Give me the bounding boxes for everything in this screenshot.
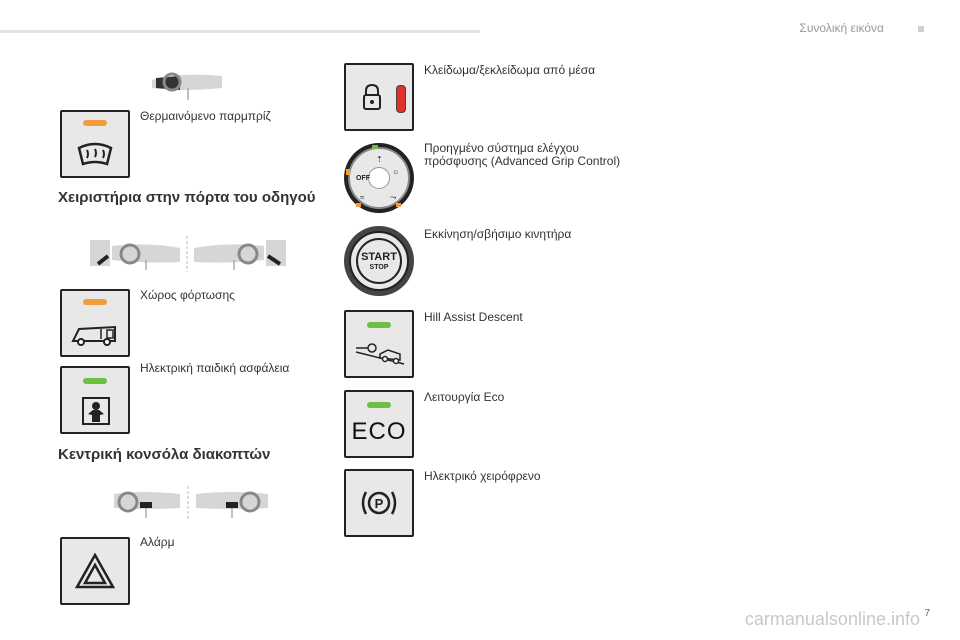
grip-label-line2: πρόσφυσης (Advanced Grip Control)	[424, 154, 621, 168]
hill-label: Hill Assist Descent	[424, 310, 523, 324]
section-title-console: Κεντρική κονσόλα διακοπτών	[58, 446, 271, 463]
watermark: carmanualsonline.info	[744, 609, 920, 629]
dial-indicator	[356, 203, 361, 207]
dial-face: OFF ⇡ ☼ ≈ ⤳	[348, 147, 410, 209]
parking-brake-icon: P	[361, 491, 397, 515]
sand-mode-icon: ≈	[360, 193, 365, 202]
hill-descent-button[interactable]	[344, 310, 414, 378]
hazard-label: Αλάρμ	[140, 535, 175, 549]
dial-indicator	[346, 169, 350, 175]
start-stop-ring	[356, 238, 402, 284]
start-stop-face: START STOP	[349, 231, 409, 291]
windscreen-defrost-icon	[77, 142, 113, 166]
grip-control-dial[interactable]: OFF ⇡ ☼ ≈ ⤳	[344, 143, 414, 213]
grip-label-line1: Προηγμένο σύστημα ελέγχου	[424, 141, 579, 155]
header-rule	[0, 30, 480, 33]
child-lock-label: Ηλεκτρική παιδική ασφάλεια	[140, 361, 290, 375]
windscreen-label: Θερμαινόμενο παρμπρίζ	[140, 109, 271, 123]
dial-indicator	[396, 203, 401, 207]
section-title-door: Χειριστήρια στην πόρτα του οδηγού	[58, 189, 316, 206]
indicator-light	[83, 378, 107, 384]
eco-text: ECO	[351, 418, 407, 445]
parking-label: Ηλεκτρικό χειρόφρενο	[424, 469, 541, 483]
snow-mode-icon: ⇡	[376, 155, 383, 164]
hill-descent-icon	[355, 343, 405, 365]
eco-label: Λειτουργία Eco	[424, 390, 505, 404]
heated-windscreen-button[interactable]	[60, 110, 130, 178]
padlock-icon	[363, 83, 381, 110]
stop-text: STOP	[369, 264, 389, 271]
start-text: START	[361, 251, 397, 263]
dial-knob	[368, 167, 390, 189]
hazard-triangle-icon	[75, 553, 115, 589]
dial-indicator	[372, 145, 378, 149]
svg-text:P: P	[375, 496, 384, 511]
cargo-area-button[interactable]	[60, 289, 130, 357]
eco-mode-button[interactable]: ECO	[344, 390, 414, 458]
driver-door-location-icon	[90, 236, 286, 272]
lock-status-light	[396, 85, 406, 113]
cargo-label: Χώρος φόρτωσης	[140, 288, 235, 302]
van-cargo-lock-icon	[71, 325, 116, 346]
central-locking-button[interactable]	[344, 63, 414, 131]
lock-label: Κλείδωμα/ξεκλείδωμα από μέσα	[424, 63, 596, 77]
center-console-location-icon	[114, 486, 268, 520]
indicator-light	[367, 322, 391, 328]
indicator-light	[83, 120, 107, 126]
mud-mode-icon: ☼	[392, 167, 400, 176]
start-stop-button[interactable]: START STOP	[344, 226, 414, 296]
header-marker	[918, 26, 924, 32]
dashboard-location-icon	[152, 72, 222, 100]
hazard-warning-button[interactable]	[60, 537, 130, 605]
start-label: Εκκίνηση/σβήσιμο κινητήρα	[424, 227, 572, 241]
grip-off-text: OFF	[356, 175, 370, 182]
child-lock-button[interactable]	[60, 366, 130, 434]
child-lock-icon	[82, 397, 110, 425]
indicator-light	[367, 402, 391, 408]
page-header-title: Συνολική εικόνα	[799, 21, 884, 35]
esp-off-icon: ⤳	[390, 193, 397, 202]
page-number: 7	[924, 608, 930, 619]
indicator-light	[83, 299, 107, 305]
electric-parking-brake-button[interactable]: P	[344, 469, 414, 537]
